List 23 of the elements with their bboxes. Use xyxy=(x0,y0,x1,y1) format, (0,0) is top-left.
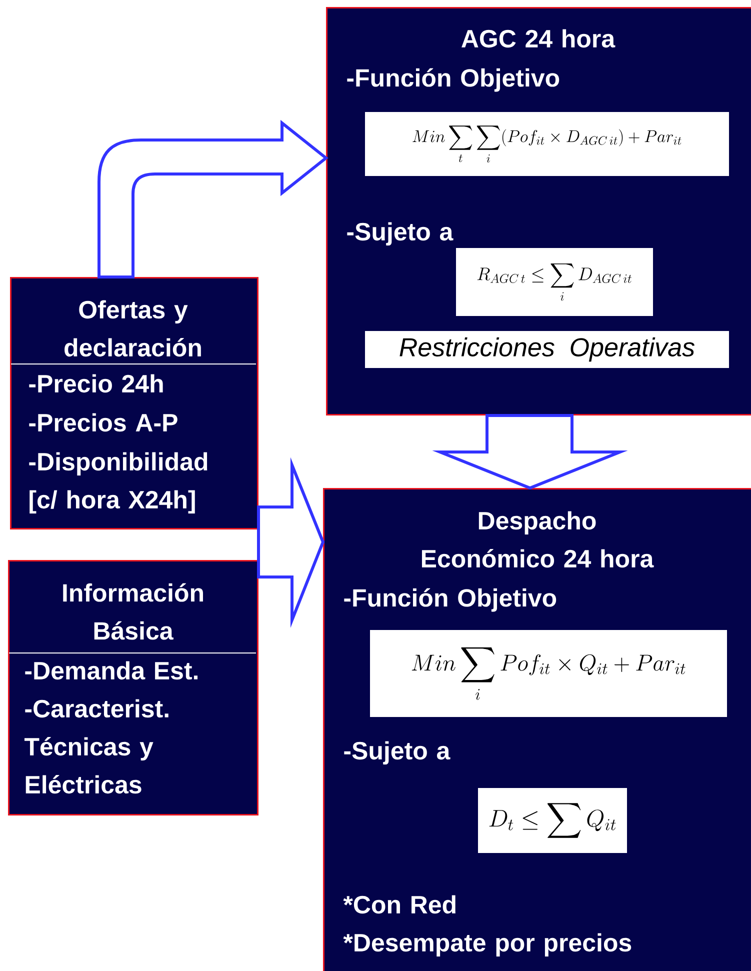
list-item: -Caracterist. Técnicas y Eléctricas xyxy=(24,699,168,794)
formula: $R_{AGC\,t} \leq \sum_{i} D_{AGC\,it}$ xyxy=(456,248,653,316)
list-item: -Demanda Est. xyxy=(25,661,198,680)
list-item: -Función Objetivo xyxy=(344,588,556,612)
box-heading: Información Básica xyxy=(63,583,203,640)
formula: $\mathit{Restricciones\ \ Operativas}$ xyxy=(365,331,729,368)
block-arrow xyxy=(257,457,325,628)
list-item: -Precio 24h xyxy=(29,374,163,393)
list-item: -Función Objetivo xyxy=(347,68,560,92)
block-arrow xyxy=(98,122,328,278)
box-heading: Despacho Económico 24 hora xyxy=(422,511,654,568)
box-heading: Ofertas y declaración xyxy=(64,300,201,357)
formula: $Min \sum_{t}\sum_{i}(Pof_{it} \times D_{AGC\,it}) + Par_{it}$ xyxy=(365,112,729,176)
list-item: -Disponibilidad [c/ hora X24h] xyxy=(29,452,208,514)
list-item: -Sujeto a xyxy=(344,741,450,764)
formula: $Min \sum_{i} Pof_{it} \times Q_{it} + Par_{it}$ xyxy=(370,630,727,717)
list-item: *Desempate por precios xyxy=(343,933,632,956)
block-arrow xyxy=(432,414,628,490)
box-heading: AGC 24 hora xyxy=(462,29,616,48)
list-item: -Precios A-P xyxy=(29,413,178,432)
formula: $D_{t} \leq \sum Q_{it}$ xyxy=(478,788,627,853)
list-item: *Con Red xyxy=(343,895,456,914)
list-item: -Sujeto a xyxy=(347,222,454,246)
